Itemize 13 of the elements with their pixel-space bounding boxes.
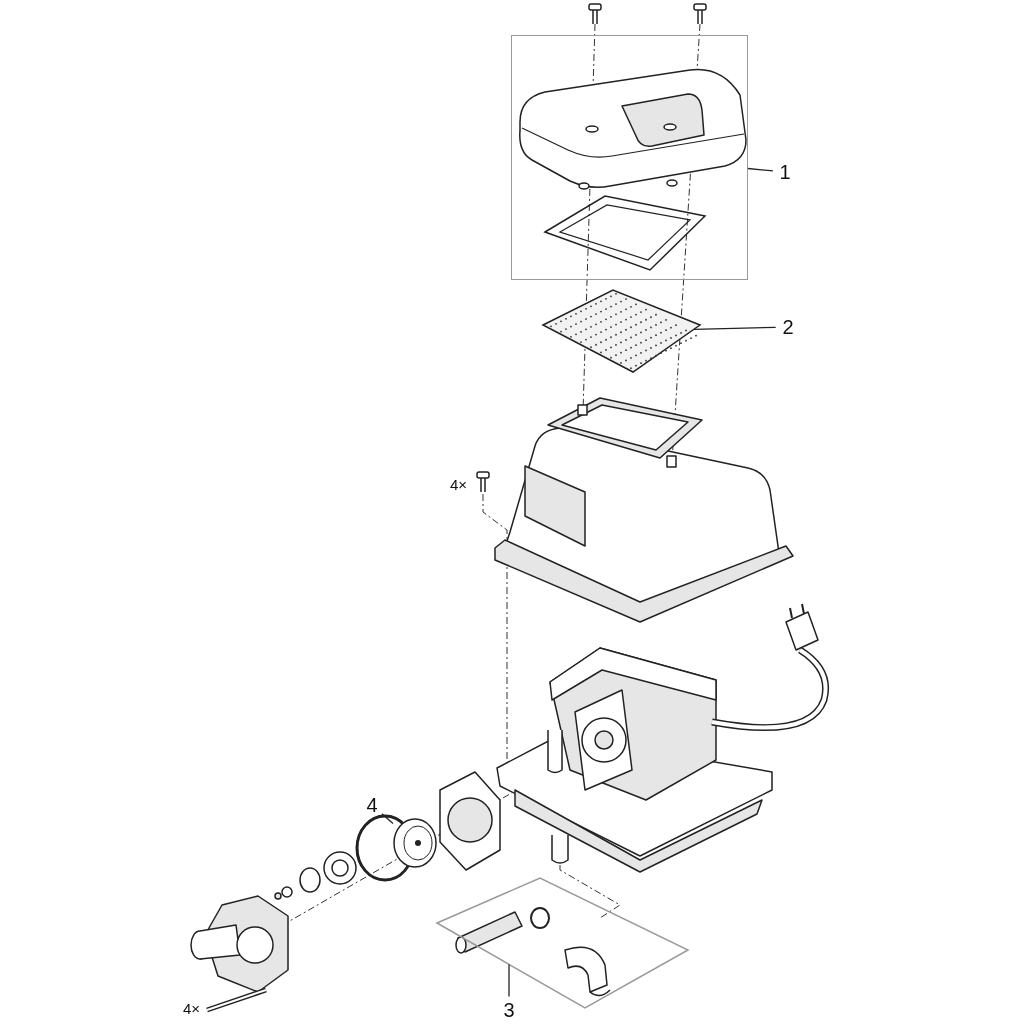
leader-line [747, 167, 774, 172]
group-frame [511, 35, 748, 280]
quantity-label: 4× [183, 1000, 201, 1018]
callout-number: 2 [779, 315, 797, 339]
callout-number: 4 [363, 793, 381, 817]
membrane-disc [393, 818, 437, 868]
callout-number: 1 [776, 160, 794, 184]
leader-line [693, 326, 777, 330]
leader-line [381, 813, 394, 825]
leader-line [508, 963, 510, 998]
quantity-label: 4× [450, 476, 468, 494]
filter-pad [543, 290, 700, 372]
callout-number: 3 [500, 998, 518, 1022]
